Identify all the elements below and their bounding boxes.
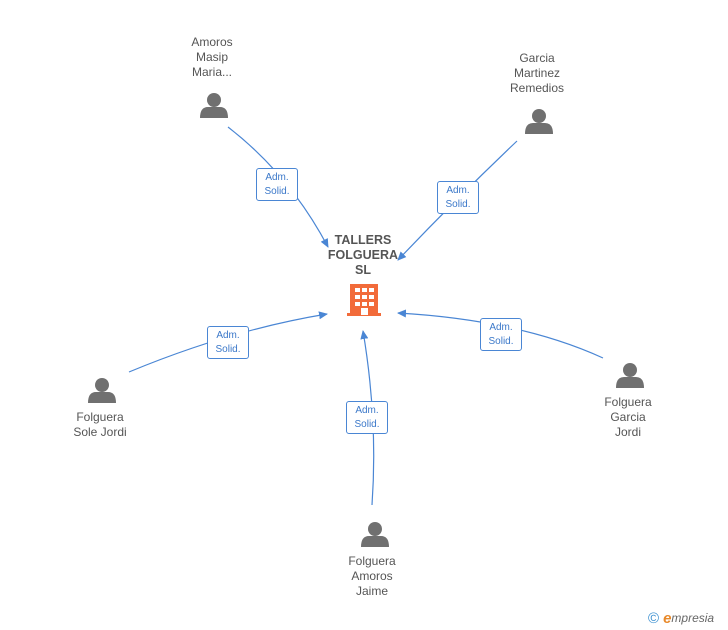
relation-role: Adm. — [489, 322, 513, 333]
person-label-folguera-garcia[interactable]: Folguera Garcia Jordi — [573, 395, 683, 440]
person-name-line: Garcia — [610, 410, 646, 424]
relation-badge[interactable]: Adm. Solid. — [346, 401, 388, 434]
person-name-line: Jordi — [614, 425, 641, 439]
person-name-line: Masip — [195, 50, 228, 64]
brand-logo-initial: e — [663, 609, 672, 627]
person-label-folguera-amoros[interactable]: Folguera Amoros Jaime — [317, 554, 427, 599]
relation-role-type: Solid. — [354, 419, 380, 430]
person-label-folguera-sole[interactable]: Folguera Sole Jordi — [45, 410, 155, 440]
person-label-amoros-masip[interactable]: Amoros Masip Maria... — [157, 35, 267, 80]
relation-badge[interactable]: Adm. Solid. — [437, 181, 479, 214]
person-icon[interactable] — [200, 93, 228, 118]
building-icon[interactable] — [347, 284, 381, 316]
person-name-line: Remedios — [509, 81, 565, 95]
person-label-garcia-martinez[interactable]: Garcia Martinez Remedios — [482, 51, 592, 96]
person-name-line: Maria... — [191, 65, 232, 79]
relation-role: Adm. — [216, 330, 240, 341]
person-name-line: Folguera — [76, 410, 124, 424]
person-name-line: Amoros — [351, 569, 393, 583]
relation-role: Adm. — [355, 405, 379, 416]
person-name-line: Amoros — [191, 35, 233, 49]
person-name-line: Folguera — [348, 554, 396, 568]
company-name-line: FOLGUERA — [327, 248, 399, 262]
company-name[interactable]: TALLERS FOLGUERA SL — [313, 233, 413, 278]
person-icon[interactable] — [525, 109, 553, 134]
person-name-line: Jaime — [355, 584, 388, 598]
copyright-symbol: © — [648, 609, 660, 627]
person-name-line: Sole Jordi — [73, 425, 127, 439]
relation-role-type: Solid. — [215, 344, 241, 355]
company-name-line: TALLERS — [334, 233, 392, 247]
relation-badge[interactable]: Adm. Solid. — [207, 326, 249, 359]
relation-role: Adm. — [265, 172, 289, 183]
relation-role: Adm. — [446, 185, 470, 196]
company-name-line: SL — [355, 263, 371, 277]
brand-footer[interactable]: © e mpresia — [648, 608, 714, 628]
relation-badge[interactable]: Adm. Solid. — [480, 318, 522, 351]
person-name-line: Garcia — [519, 51, 555, 65]
brand-logo-text: mpresia — [671, 611, 715, 625]
relation-role-type: Solid. — [264, 186, 290, 197]
person-name-line: Folguera — [604, 395, 652, 409]
relation-badge[interactable]: Adm. Solid. — [256, 168, 298, 201]
person-icon[interactable] — [616, 363, 644, 388]
relation-role-type: Solid. — [445, 199, 471, 210]
person-icon[interactable] — [361, 522, 389, 547]
relation-role-type: Solid. — [488, 336, 514, 347]
person-icon[interactable] — [88, 378, 116, 403]
person-name-line: Martinez — [513, 66, 560, 80]
